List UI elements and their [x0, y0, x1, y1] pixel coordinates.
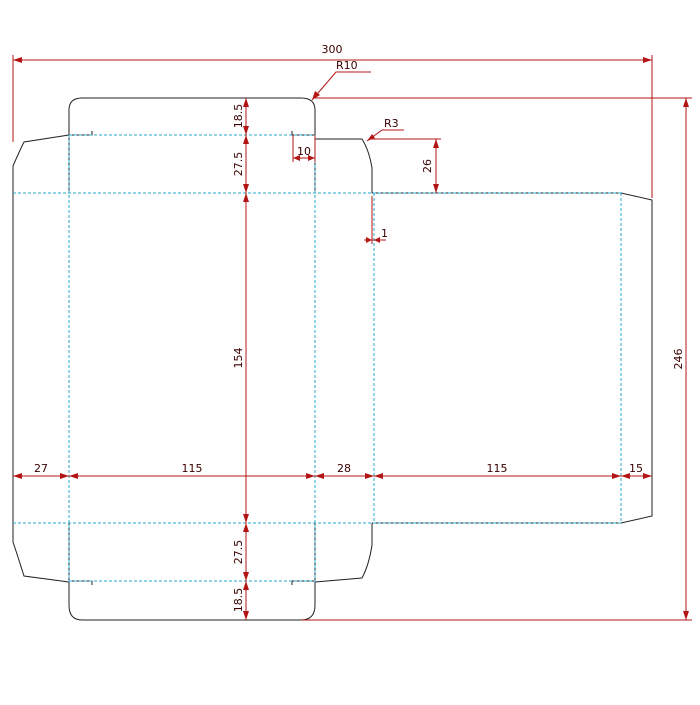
- label-dust-flap-height: 26: [421, 159, 434, 173]
- label-overall-height: 246: [672, 349, 685, 370]
- top-dust-flap-outline: [315, 138, 373, 193]
- left-side-panel-outline: [12, 134, 70, 583]
- back-panel-outline: [372, 192, 653, 524]
- label-back-panel: 115: [487, 462, 508, 475]
- label-top-tuck: 18.5: [232, 104, 245, 129]
- bottom-dust-flap-outline: [314, 523, 373, 583]
- label-bottom-tuck: 18.5: [232, 588, 245, 613]
- label-tab-width: 10: [297, 145, 311, 158]
- label-side-panel-1: 27: [34, 462, 48, 475]
- top-tuck-slit-left: [69, 131, 93, 136]
- label-side-panel-2: 28: [337, 462, 351, 475]
- top-tuck-flap-outline: [68, 97, 316, 193]
- bottom-tuck-slit-left: [69, 580, 93, 585]
- label-radius-large: R10: [336, 59, 358, 72]
- label-top-flap: 27.5: [232, 152, 245, 177]
- top-tuck-slit-right: [291, 131, 315, 136]
- label-front-panel: 115: [182, 462, 203, 475]
- cut-lines: [12, 97, 653, 621]
- label-glue-flap: 15: [629, 462, 643, 475]
- label-bottom-flap: 27.5: [232, 540, 245, 565]
- label-offset: 1: [381, 227, 388, 240]
- dimension-labels: 300 246 R10 R3 10 26 1 18.5 27.5 154 27.…: [34, 43, 685, 612]
- bottom-tuck-flap-outline: [68, 523, 316, 621]
- fold-lines: [13, 134, 622, 582]
- label-radius-small: R3: [384, 117, 399, 130]
- label-overall-width: 300: [322, 43, 343, 56]
- dimension-lines: [12, 55, 692, 621]
- bottom-tuck-slit-right: [291, 580, 315, 585]
- label-panel-height: 154: [232, 348, 245, 369]
